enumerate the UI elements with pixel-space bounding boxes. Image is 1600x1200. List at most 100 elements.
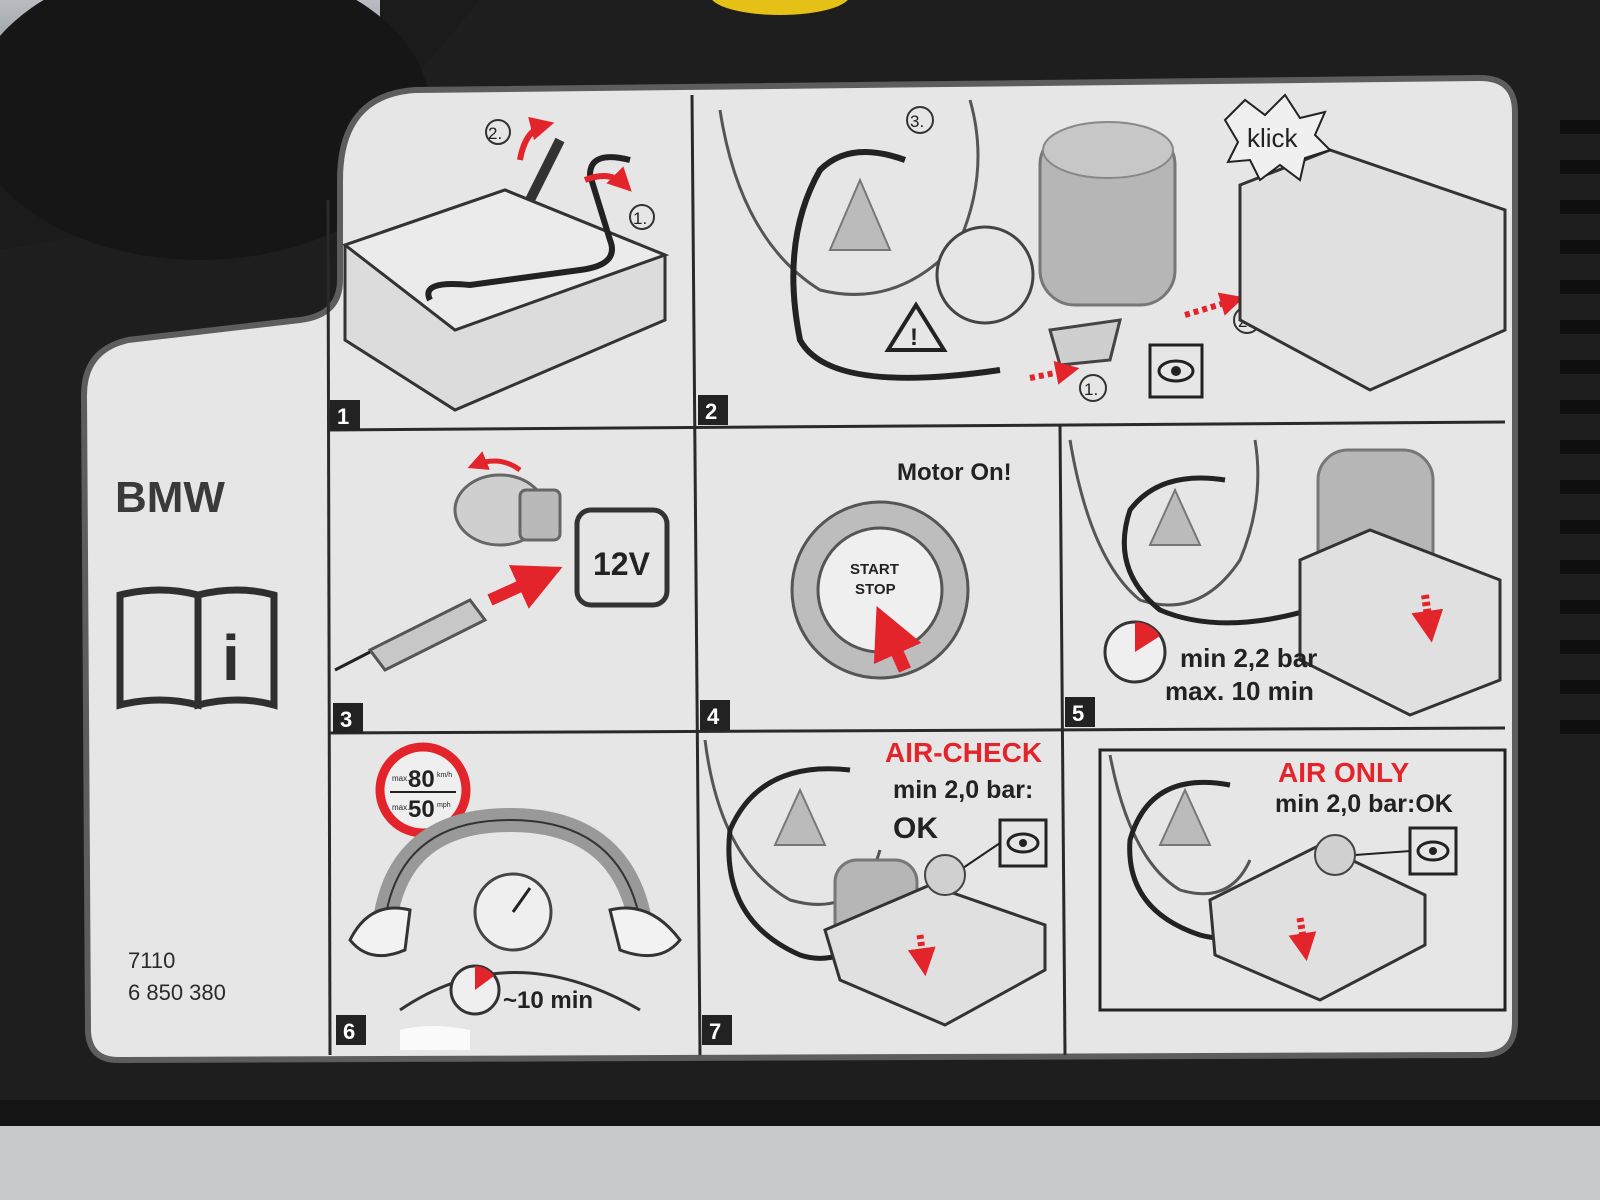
detail-magnifier xyxy=(935,225,1035,325)
panel-number: 1 xyxy=(337,404,349,429)
speed-max-prefix-mph: max. xyxy=(392,803,409,812)
speedometer xyxy=(473,872,553,952)
eye-icon xyxy=(1006,832,1040,854)
step-circle-2 xyxy=(485,119,511,145)
plug-cigarette xyxy=(367,598,488,672)
panel-grid xyxy=(326,94,1506,1056)
hose xyxy=(790,149,1001,381)
book-info-icon xyxy=(116,586,278,710)
air-check-heading: AIR-CHECK xyxy=(885,737,1042,768)
red-arrow-switch xyxy=(907,934,936,977)
dashboard xyxy=(399,971,641,1012)
wheel-rim xyxy=(1158,787,1212,846)
speed-unit-kmh: km/h xyxy=(437,772,452,779)
panel-number-bg xyxy=(1065,697,1095,727)
eye-icon-box xyxy=(1148,343,1204,399)
wheel-rim xyxy=(828,177,892,251)
red-arrow-lift xyxy=(517,116,555,161)
step-circle-1 xyxy=(629,204,655,230)
tire-outline xyxy=(1108,754,1252,896)
part-number-line1: 7110 xyxy=(128,948,175,973)
gauge-pointer-line xyxy=(959,842,1001,871)
start-label: START xyxy=(850,561,899,578)
brand-logo-text: BMW xyxy=(115,473,225,522)
step-label-1: 1. xyxy=(633,209,647,228)
red-arrow-pull xyxy=(583,166,632,192)
time-max-text: max. 10 min xyxy=(1165,676,1314,706)
motor-on-text: Motor On! xyxy=(897,459,1012,486)
red-arrow-press xyxy=(873,605,922,673)
info-icon-letter: i xyxy=(222,622,240,694)
plug-cable xyxy=(525,137,565,203)
panel-3: 12V 3 xyxy=(333,451,670,733)
eye-icon xyxy=(1157,359,1195,383)
panel-number-bg xyxy=(330,400,360,430)
yellow-knob xyxy=(712,0,848,15)
plug-wire xyxy=(334,650,371,672)
panel-number: 7 xyxy=(709,1019,721,1044)
panel-5: min 2,2 bar max. 10 min 5 xyxy=(1065,439,1502,727)
stop-label: STOP xyxy=(855,581,896,598)
wheel-rim xyxy=(773,787,827,846)
hose xyxy=(1121,475,1341,626)
red-arrow-rotate xyxy=(467,451,522,473)
panel-1: 2. 1. 1 xyxy=(330,116,670,430)
speed-mph: 50 xyxy=(408,796,435,823)
panel-number-bg xyxy=(698,395,728,425)
timer-sector xyxy=(1135,622,1160,652)
warning-triangle-icon xyxy=(884,301,948,352)
pressure-gauge xyxy=(924,854,966,896)
part-number-line2: 6 850 380 xyxy=(128,980,226,1005)
steering-wheel-outline xyxy=(384,818,641,921)
klick-burst xyxy=(1223,93,1332,182)
hose xyxy=(726,766,862,961)
red-arrow-insert xyxy=(487,565,563,609)
pressure-gauge xyxy=(1314,834,1356,876)
label-tear xyxy=(400,1026,470,1050)
drive-time-text: ~10 min xyxy=(503,987,593,1014)
step-label-2: 2. xyxy=(488,124,502,143)
step-label-3: 3. xyxy=(910,112,924,131)
panel-number: 4 xyxy=(707,704,720,729)
tire-outline xyxy=(718,99,980,296)
panel-number-bg xyxy=(702,1015,732,1045)
air-only-heading: AIR ONLY xyxy=(1278,757,1410,788)
panel-4: Motor On! START STOP 4 xyxy=(700,459,1012,730)
eye-pupil xyxy=(1171,366,1181,376)
step-label-1b: 1. xyxy=(1084,380,1098,399)
gauge-pointer-line xyxy=(1354,850,1411,856)
cooling-fins xyxy=(1560,120,1600,734)
panel-number-bg xyxy=(333,703,363,733)
warning-mark: ! xyxy=(910,324,918,351)
cable-loop xyxy=(425,154,631,302)
panel-2: 3. ! 1. 2. klick 2 xyxy=(698,93,1507,425)
eye-pupil xyxy=(1429,847,1437,855)
speed-unit-mph: mph xyxy=(437,802,451,809)
panel-number: 2 xyxy=(705,399,717,424)
eye-icon xyxy=(1416,840,1450,862)
air-check-ok: OK xyxy=(893,812,938,845)
air-only-frame xyxy=(1098,748,1507,1012)
housing-recess xyxy=(0,0,430,260)
compressor-top xyxy=(341,188,670,332)
speed-kmh: 80 xyxy=(408,766,435,793)
klick-sound-text: klick xyxy=(1247,123,1299,153)
tire-outline xyxy=(1068,439,1260,607)
voltage-icon-box xyxy=(574,507,670,608)
timer-sector xyxy=(475,966,494,990)
pressure-min-text: min 2,2 bar xyxy=(1180,643,1317,673)
panel-number: 3 xyxy=(340,707,352,732)
voltage-label: 12V xyxy=(593,546,651,582)
bottle-cap xyxy=(1042,121,1174,179)
panel-number-bg xyxy=(700,700,730,730)
panel-7: AIR-CHECK min 2,0 bar: OK 7 xyxy=(702,737,1048,1045)
panel-number-bg xyxy=(336,1015,366,1045)
air-only-pressure: min 2,0 bar:OK xyxy=(1275,790,1453,818)
eye-pupil xyxy=(1019,839,1027,847)
step-circle-3 xyxy=(906,106,934,134)
speedometer-needle xyxy=(511,887,532,913)
red-arrow-switch xyxy=(1411,594,1444,643)
step-circle-1b xyxy=(1079,374,1107,402)
wheel-rim xyxy=(1148,487,1202,546)
